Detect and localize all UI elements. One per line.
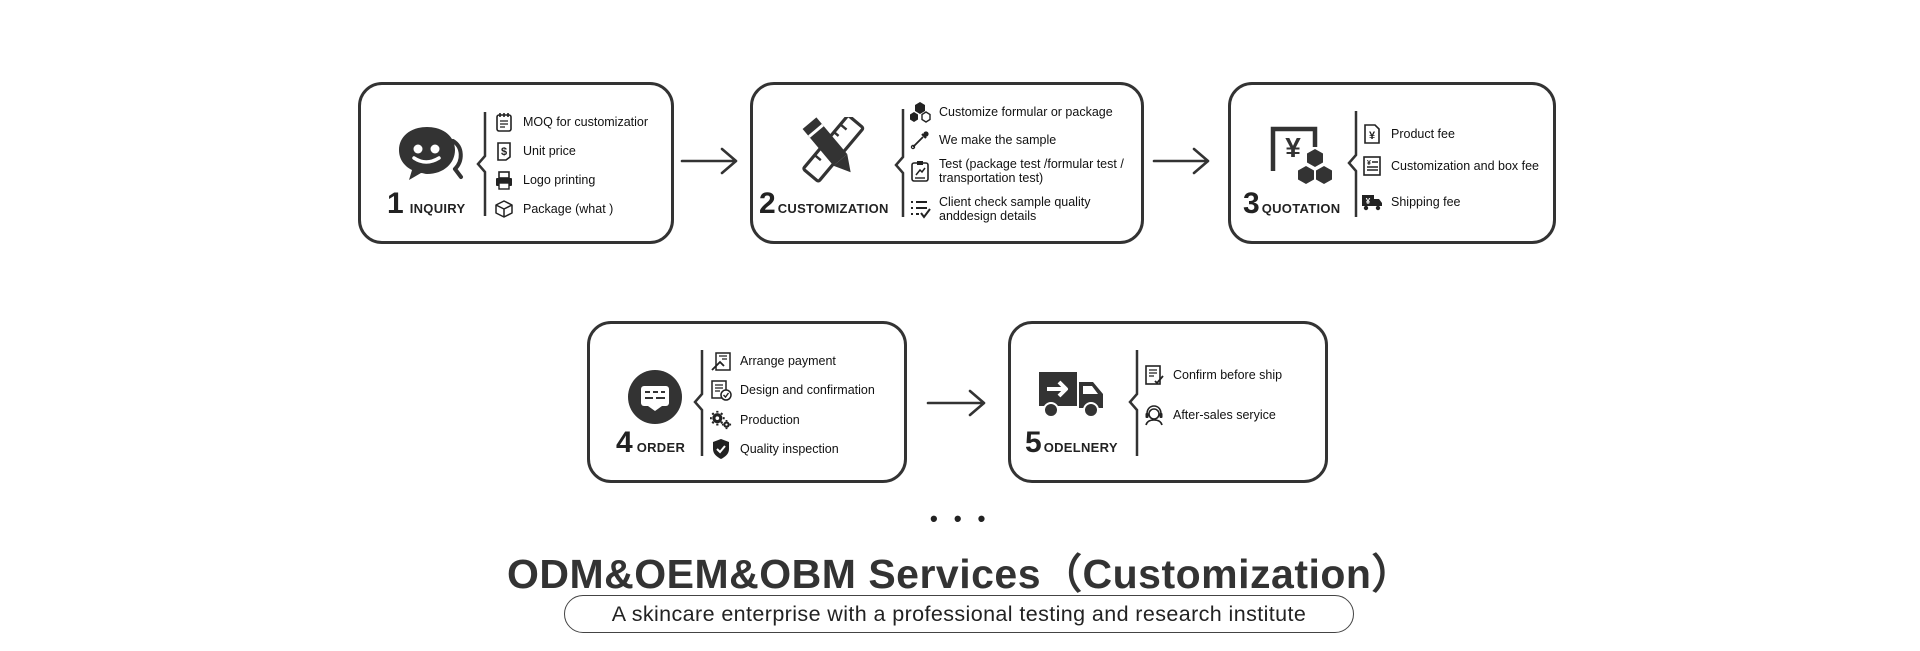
list-item: ¥ Customization and box fee <box>1361 155 1539 177</box>
list-item: Package (what ) <box>493 198 613 220</box>
item-text: Package (what ) <box>523 202 614 216</box>
bracket-divider <box>693 350 704 456</box>
item-text: Arrange payment <box>740 354 836 368</box>
item-text: Client check sample quality anddesign de… <box>939 195 1091 223</box>
step-number: 2 <box>759 187 776 220</box>
step-label: 4 ORDER <box>616 428 685 458</box>
arrow-right-icon <box>926 389 986 417</box>
item-text: Shipping fee <box>1391 195 1461 209</box>
item-text: Production <box>740 413 800 427</box>
list-item: Production <box>710 409 800 431</box>
list-item: Customize formular or package <box>909 101 1113 123</box>
dollar-doc-icon: $ <box>493 140 515 162</box>
step-label: 5 ODELNERY <box>1025 428 1118 458</box>
list-item: MOQ for customizatior <box>493 111 648 133</box>
step-number: 3 <box>1243 187 1260 220</box>
step-number: 5 <box>1025 426 1042 459</box>
chat-bubble-icon <box>399 127 463 180</box>
item-text: MOQ for customizatior <box>523 115 649 129</box>
list-item: ¥ Product fee <box>1361 123 1455 145</box>
step-label: 2 CUSTOMIZATION <box>759 189 889 219</box>
step-label: 3 QUOTATION <box>1243 189 1340 219</box>
order-circle-icon <box>628 370 682 424</box>
page-subtitle: A skincare enterprise with a professiona… <box>611 601 1307 626</box>
list-item: Test (package test /formular test / tran… <box>909 157 1139 185</box>
step-name: ODELNERY <box>1043 440 1118 455</box>
list-item: After-sales seryice <box>1143 404 1276 426</box>
gears-icon <box>710 409 732 431</box>
list-item: We make the sample <box>909 129 1056 151</box>
list-item: Design and confirmation <box>710 379 875 401</box>
arrow-right-icon <box>680 147 738 175</box>
yen-doc-icon: ¥ <box>1361 123 1383 145</box>
page-title: ODM&OEM&OBM Services（Customization） <box>507 551 1413 597</box>
step-card-customization: 2 CUSTOMIZATION Customize formular or pa… <box>750 82 1144 244</box>
step-name: INQUIRY <box>409 201 466 216</box>
item-text: Product fee <box>1391 127 1455 141</box>
ellipsis-dots: • • • <box>930 506 991 531</box>
step-card-order: 4 ORDER Arrange payment Design and confi… <box>587 321 907 483</box>
list-item: Quality inspection <box>710 438 839 460</box>
list-item: Confirm before ship <box>1143 364 1282 386</box>
item-text: Customization and box fee <box>1391 159 1540 173</box>
step-card-inquiry: 1 INQUIRY MOQ for customizatior $ Unit p… <box>358 82 674 244</box>
step-name: QUOTATION <box>1261 201 1341 216</box>
item-text: Test (package test /formular test / tran… <box>939 157 1124 185</box>
step-name: ORDER <box>636 440 686 455</box>
step-card-quotation: ¥ 3 QUOTATION ¥ Product fee ¥ Customizat… <box>1228 82 1556 244</box>
shipping-truck-icon: ¥ <box>1361 191 1383 213</box>
list-item: $ Unit price <box>493 140 576 162</box>
bracket-divider <box>894 109 905 217</box>
item-text: Customize formular or package <box>939 105 1113 119</box>
hexagons-icon <box>909 101 931 123</box>
item-text: After-sales seryice <box>1173 408 1276 422</box>
bracket-divider <box>476 112 487 216</box>
svg-text:¥: ¥ <box>1366 197 1371 206</box>
payment-icon <box>710 350 732 372</box>
shield-check-icon <box>710 438 732 460</box>
item-text: Quality inspection <box>740 442 839 456</box>
arrow-right-icon <box>1152 147 1210 175</box>
step-label: 1 INQUIRY <box>387 189 465 219</box>
svg-text:¥: ¥ <box>1369 130 1376 142</box>
confirm-doc-icon <box>1143 364 1165 386</box>
item-text: Logo printing <box>523 173 596 187</box>
notepad-icon <box>493 111 515 133</box>
item-text: We make the sample <box>939 133 1057 147</box>
yen-cubes-icon: ¥ <box>1270 126 1332 184</box>
list-item: ¥ Shipping fee <box>1361 191 1461 213</box>
step-name: CUSTOMIZATION <box>777 201 889 216</box>
box-icon <box>493 198 515 220</box>
step-number: 4 <box>616 426 633 459</box>
step-number: 1 <box>387 187 404 220</box>
delivery-truck-icon <box>1039 372 1103 418</box>
support-agent-icon <box>1143 404 1165 426</box>
subtitle-pill: A skincare enterprise with a professiona… <box>564 595 1354 633</box>
svg-text:¥: ¥ <box>1285 132 1301 163</box>
svg-text:$: $ <box>501 146 507 158</box>
test-doc-icon <box>909 160 931 182</box>
printer-icon <box>493 169 515 191</box>
yen-list-icon: ¥ <box>1361 155 1383 177</box>
bracket-divider <box>1128 350 1139 456</box>
list-item: Client check sample quality anddesign de… <box>909 195 1109 223</box>
list-item: Arrange payment <box>710 350 836 372</box>
svg-text:¥: ¥ <box>1367 160 1371 167</box>
list-item: Logo printing <box>493 169 595 191</box>
step-card-delivery: 5 ODELNERY Confirm before ship After-sal… <box>1008 321 1328 483</box>
item-text: Design and confirmation <box>740 383 875 397</box>
bracket-divider <box>1347 111 1358 217</box>
design-check-icon <box>710 379 732 401</box>
pipette-icon <box>909 129 931 151</box>
pencil-ruler-icon <box>802 117 865 183</box>
item-text: Unit price <box>523 144 576 158</box>
item-text: Confirm before ship <box>1173 368 1283 382</box>
checklist-icon <box>909 198 931 220</box>
